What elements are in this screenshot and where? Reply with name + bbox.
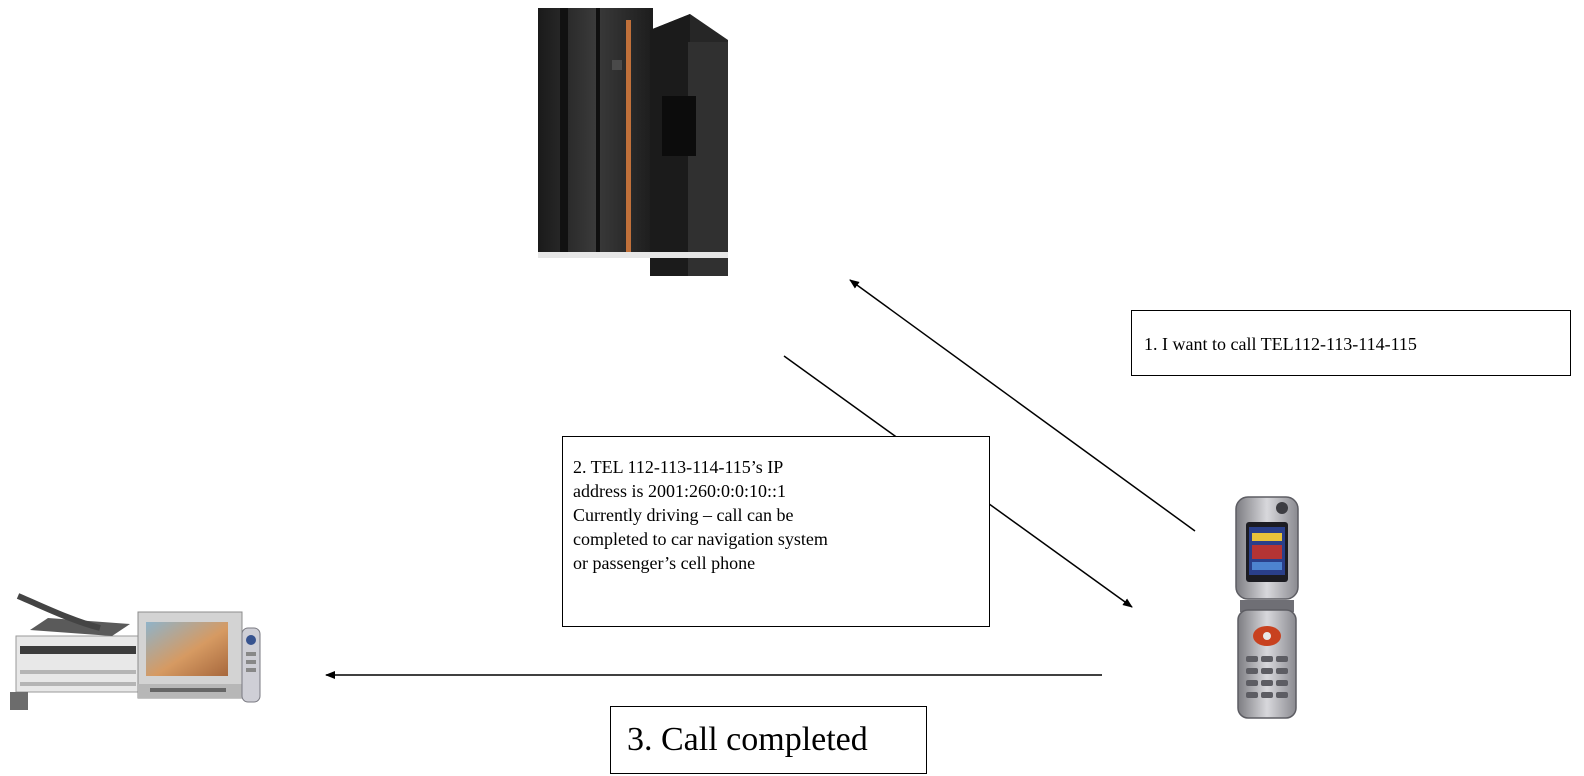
arrow-step-1 bbox=[849, 279, 1196, 532]
step-2-line-5: or passenger’s cell phone bbox=[573, 553, 756, 573]
mainframe-server-icon bbox=[538, 8, 728, 276]
step-3-label: 3. Call completed bbox=[610, 706, 927, 774]
step-2-line-1: 2. TEL 112-113-114-115’s IP bbox=[573, 457, 784, 477]
step-2-line-3: Currently driving – call can be bbox=[573, 505, 794, 525]
step-2-line-4: completed to car navigation system bbox=[573, 529, 828, 549]
step-2-line-2: address is 2001:260:0:0:10::1 bbox=[573, 481, 786, 501]
flip-cell-phone-icon bbox=[1235, 496, 1299, 719]
step-2-label: 2. TEL 112-113-114-115’s IP address is 2… bbox=[562, 436, 990, 627]
step-1-label: 1. I want to call TEL112-113-114-115 bbox=[1131, 310, 1571, 376]
car-navigation-system-icon bbox=[10, 593, 261, 710]
